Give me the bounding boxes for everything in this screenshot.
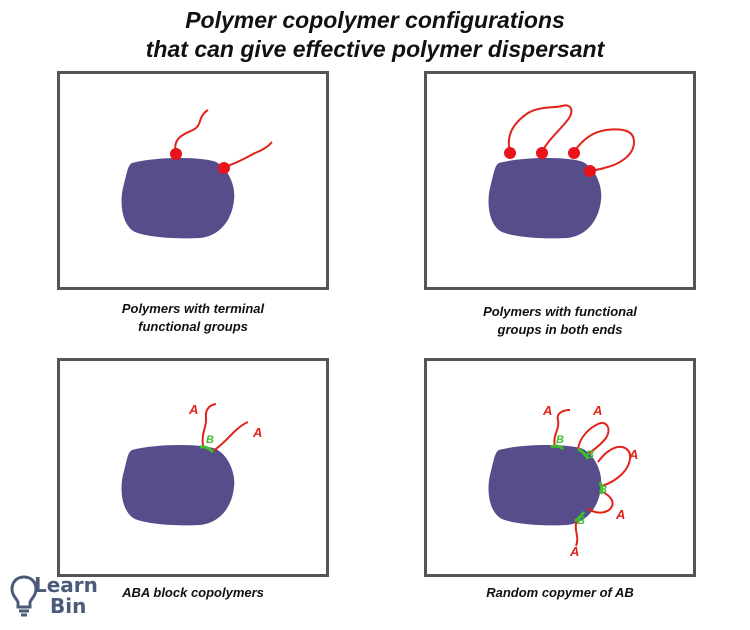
title-line-2: that can give effective polymer dispersa… [145,36,605,62]
particle [121,158,235,239]
polymer-block-a [212,421,249,452]
caption-aba-block: ABA block copolymers [57,584,329,602]
caption-line: ABA block copolymers [122,585,264,600]
polymer-block-a [574,519,579,547]
polymer-block-a [577,422,610,455]
learnbin-logo: Learn Bin [10,572,98,622]
label-block-a: A [615,507,625,522]
caption-both-ends: Polymers with functional groups in both … [424,303,696,339]
caption-random-ab: Random copymer of AB [424,584,696,602]
polymer-loop [573,128,636,172]
polymer-block-a [597,446,632,487]
anchor-group [170,148,182,160]
polymer-chain [174,109,209,154]
polymer-block-b [550,444,565,451]
panel-1-art [121,109,273,239]
polymer-block-b [598,481,604,495]
diagram-title: Polymer copolymer configurations that ca… [0,6,750,64]
label-block-a: A [252,425,262,440]
anchor-group [218,162,230,174]
label-block-b: B [599,484,607,496]
anchor-group [568,147,580,159]
particle [488,445,602,526]
particle [488,158,602,239]
polymer-block-b [577,447,590,460]
label-block-a: A [592,403,602,418]
polymer-chain [223,141,273,168]
caption-line: Random copymer of AB [486,585,634,600]
lightbulb-icon [10,575,38,617]
panel-terminal-groups [57,71,329,290]
polymer-block-b [199,445,215,454]
caption-line: functional groups [138,319,248,334]
panel-4-art: A A A A A B B B B [488,403,638,559]
polymer-block-a [201,403,217,447]
polymer-loop [507,104,573,153]
label-block-a: A [188,402,198,417]
label-block-b: B [586,449,594,461]
label-block-b: B [206,434,214,446]
label-block-b: B [577,515,585,527]
label-block-a: A [628,447,638,462]
caption-terminal-groups: Polymers with terminal functional groups [57,300,329,336]
panel-2-art [488,104,636,239]
title-line-1: Polymer copolymer configurations [185,7,565,33]
caption-line: Polymers with functional [483,304,637,319]
caption-line: groups in both ends [497,322,623,337]
anchor-group [584,165,596,177]
caption-line: Polymers with terminal [121,301,265,316]
label-block-a: A [569,544,579,559]
panel-3-art: A A B [121,402,262,526]
anchor-group [504,147,516,159]
label-block-a: A [542,403,552,418]
logo-text-bin: Bin [50,594,87,618]
polymer-block-b [574,511,586,523]
particle [121,445,235,526]
logo-text-learn: Learn [34,573,98,597]
label-block-b: B [556,434,564,446]
anchor-group [536,147,548,159]
polymer-block-a [553,409,571,447]
polymer-block-a [587,491,614,514]
